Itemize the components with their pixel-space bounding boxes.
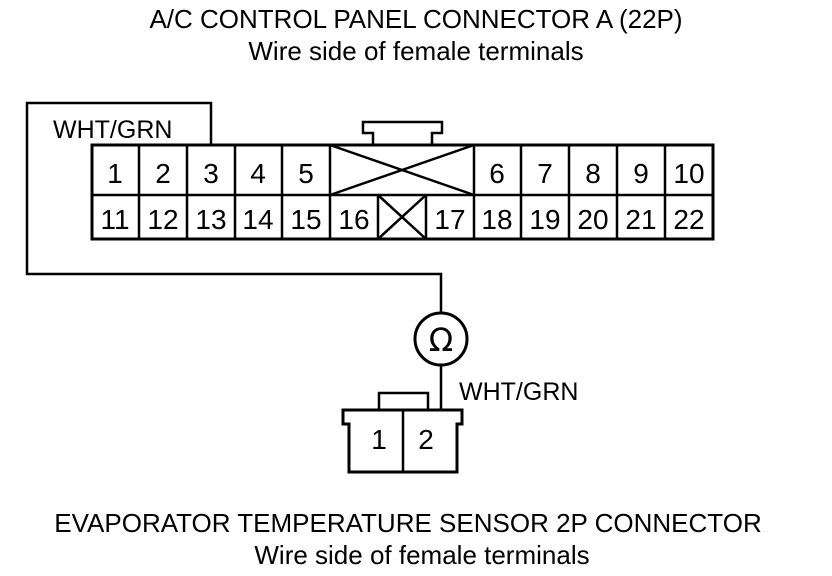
- pin-label: 22: [673, 204, 704, 235]
- pin-label: 12: [147, 204, 178, 235]
- connector-a-title: A/C CONTROL PANEL CONNECTOR A (22P): [149, 4, 682, 34]
- pin-label: 16: [338, 204, 369, 235]
- wire-whtgrn-a: [25, 101, 443, 313]
- pin-label: 10: [673, 158, 704, 189]
- sensor-connector-title: EVAPORATOR TEMPERATURE SENSOR 2P CONNECT…: [54, 508, 761, 538]
- connector-a-bottom-dividers: [137, 195, 667, 239]
- connector-a-subtitle: Wire side of female terminals: [248, 36, 583, 66]
- pin-label: 21: [625, 204, 656, 235]
- ohmmeter-icon: Ω: [413, 311, 469, 367]
- pin-label: 2: [155, 158, 171, 189]
- sensor-wire-label: WHT/GRN: [459, 378, 578, 406]
- ohm-symbol: Ω: [429, 321, 453, 359]
- pin-label: 9: [633, 158, 649, 189]
- sensor-connector: 1 2: [341, 391, 464, 474]
- connector-a-body: [90, 143, 715, 241]
- connector-a-top-dividers: [137, 145, 667, 195]
- pin-label: 14: [242, 204, 273, 235]
- pin-label: 18: [481, 204, 512, 235]
- pin-label: 1: [107, 158, 123, 189]
- pin-label: 11: [100, 204, 129, 235]
- pin-label: 20: [577, 204, 608, 235]
- connector-a: 1 2 3 4 5 6 7 8 9 10 11 12 13 14 15 16 1…: [90, 120, 715, 241]
- pin-label: 6: [489, 158, 505, 189]
- sensor-lock-tab: [377, 391, 430, 410]
- sensor-connector-subtitle: Wire side of female terminals: [254, 540, 589, 570]
- pin-label: 4: [250, 158, 266, 189]
- connector-a-wire-label: WHT/GRN: [53, 116, 172, 144]
- connector-a-lock-tab: [361, 120, 444, 145]
- pin-label: 19: [529, 204, 560, 235]
- pin-label: 17: [434, 204, 465, 235]
- pin-label: 1: [371, 424, 387, 455]
- pin-label: 7: [537, 158, 553, 189]
- pin-label: 2: [418, 424, 434, 455]
- pin-label: 3: [203, 158, 219, 189]
- pin-label: 5: [298, 158, 314, 189]
- pin-label: 8: [585, 158, 601, 189]
- pin-label: 15: [290, 204, 321, 235]
- pin-label: 13: [195, 204, 226, 235]
